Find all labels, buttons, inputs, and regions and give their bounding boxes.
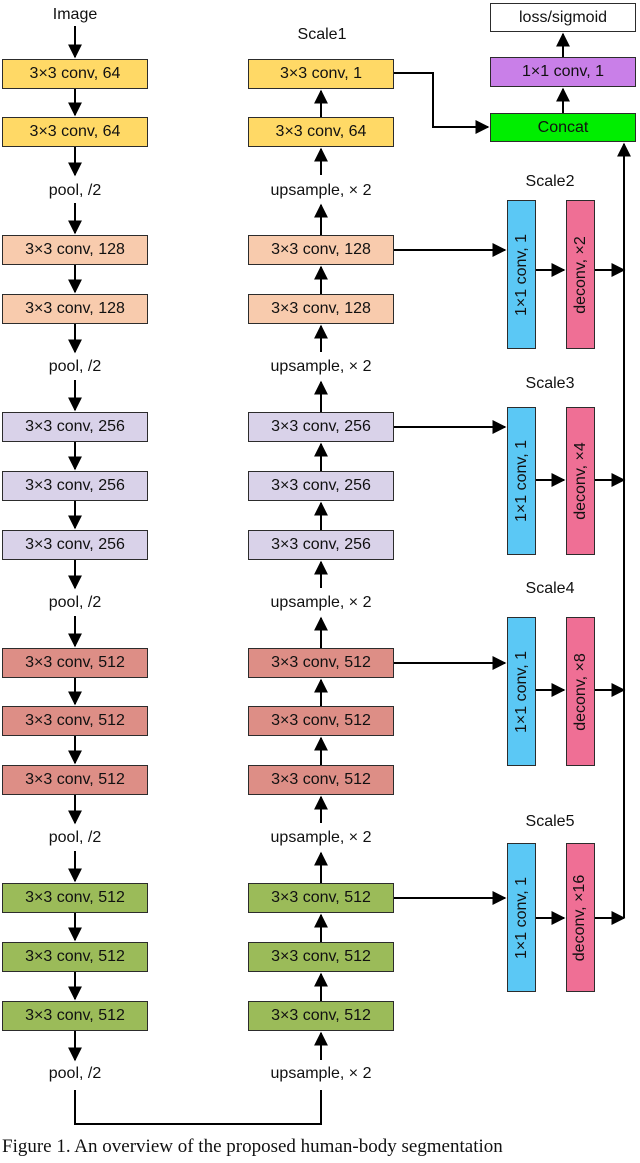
encoder-pool-3: pool, /2 — [48, 594, 102, 611]
encoder-pool-4: pool, /2 — [48, 829, 102, 846]
encoder-pool-5: pool, /2 — [48, 1065, 102, 1082]
head-conv-1x1-box: 1×1 conv, 1 — [490, 57, 636, 87]
decoder-upsample-3: upsample, × 2 — [270, 594, 372, 611]
decoder-upsample-1: upsample, × 2 — [270, 182, 372, 199]
scale4-deconv-box: deconv, ×8 — [566, 617, 595, 766]
encoder-conv-256-c: 3×3 conv, 256 — [2, 530, 148, 560]
scale4-conv-box: 1×1 conv, 1 — [507, 617, 536, 766]
encoder-conv-512-c: 3×3 conv, 512 — [2, 765, 148, 795]
decoder-upsample-4: upsample, × 2 — [270, 829, 372, 846]
scale2-deconv-label: deconv, ×2 — [571, 235, 589, 314]
decoder-upsample-2: upsample, × 2 — [270, 358, 372, 375]
scale2-label: Scale2 — [525, 173, 575, 190]
encoder-conv-512-d: 3×3 conv, 512 — [2, 883, 148, 913]
encoder-conv-128-b: 3×3 conv, 128 — [2, 294, 148, 324]
input-image-label: Image — [52, 6, 98, 23]
scale3-label: Scale3 — [525, 375, 575, 392]
decoder-conv-512-d: 3×3 conv, 512 — [248, 883, 394, 913]
concat-box: Concat — [490, 113, 636, 142]
decoder-conv-128-a: 3×3 conv, 128 — [248, 235, 394, 265]
scale5-conv-box: 1×1 conv, 1 — [507, 843, 536, 992]
scale4-label: Scale4 — [525, 580, 575, 597]
encoder-conv-64-a: 3×3 conv, 64 — [2, 59, 148, 89]
decoder-conv-512-f: 3×3 conv, 512 — [248, 1001, 394, 1031]
decoder-conv-256-a: 3×3 conv, 256 — [248, 412, 394, 442]
encoder-conv-64-b: 3×3 conv, 64 — [2, 117, 148, 147]
scale4-deconv-label: deconv, ×8 — [571, 652, 589, 731]
scale3-conv-label: 1×1 conv, 1 — [512, 440, 530, 522]
scale1-label: Scale1 — [297, 26, 347, 43]
connector-arrow-37 — [394, 72, 490, 134]
scale4-conv-label: 1×1 conv, 1 — [512, 650, 530, 733]
decoder-conv-64: 3×3 conv, 64 — [248, 117, 394, 147]
decoder-conv-512-c: 3×3 conv, 512 — [248, 765, 394, 795]
decoder-conv-512-e: 3×3 conv, 512 — [248, 942, 394, 972]
encoder-pool-1: pool, /2 — [48, 182, 102, 199]
decoder-upsample-5: upsample, × 2 — [270, 1065, 372, 1082]
encoder-conv-256-b: 3×3 conv, 256 — [2, 471, 148, 501]
connector-arrow-19 — [74, 1090, 322, 1125]
decoder-conv-128-b: 3×3 conv, 128 — [248, 294, 394, 324]
scale2-deconv-box: deconv, ×2 — [566, 200, 595, 349]
decoder-conv-512-b: 3×3 conv, 512 — [248, 706, 394, 736]
decoder-conv-256-c: 3×3 conv, 256 — [248, 530, 394, 560]
scale5-label: Scale5 — [525, 813, 575, 830]
encoder-conv-128-a: 3×3 conv, 128 — [2, 235, 148, 265]
decoder-conv-1: 3×3 conv, 1 — [248, 59, 394, 89]
decoder-conv-256-b: 3×3 conv, 256 — [248, 471, 394, 501]
scale5-deconv-box: deconv, ×16 — [566, 843, 595, 992]
decoder-conv-512-a: 3×3 conv, 512 — [248, 648, 394, 678]
scale5-deconv-label: deconv, ×16 — [571, 874, 589, 961]
scale3-deconv-label: deconv, ×4 — [571, 442, 589, 520]
scale5-conv-label: 1×1 conv, 1 — [512, 876, 530, 959]
scale3-deconv-box: deconv, ×4 — [566, 407, 595, 555]
encoder-conv-512-f: 3×3 conv, 512 — [2, 1001, 148, 1031]
loss-sigmoid-box: loss/sigmoid — [490, 3, 636, 32]
encoder-conv-512-a: 3×3 conv, 512 — [2, 648, 148, 678]
encoder-pool-2: pool, /2 — [48, 358, 102, 375]
scale2-conv-box: 1×1 conv, 1 — [507, 200, 536, 349]
encoder-conv-256-a: 3×3 conv, 256 — [2, 412, 148, 442]
figure-caption: Figure 1. An overview of the proposed hu… — [2, 1136, 503, 1157]
scale2-conv-label: 1×1 conv, 1 — [512, 233, 530, 316]
encoder-conv-512-b: 3×3 conv, 512 — [2, 706, 148, 736]
encoder-conv-512-e: 3×3 conv, 512 — [2, 942, 148, 972]
scale3-conv-box: 1×1 conv, 1 — [507, 407, 536, 555]
